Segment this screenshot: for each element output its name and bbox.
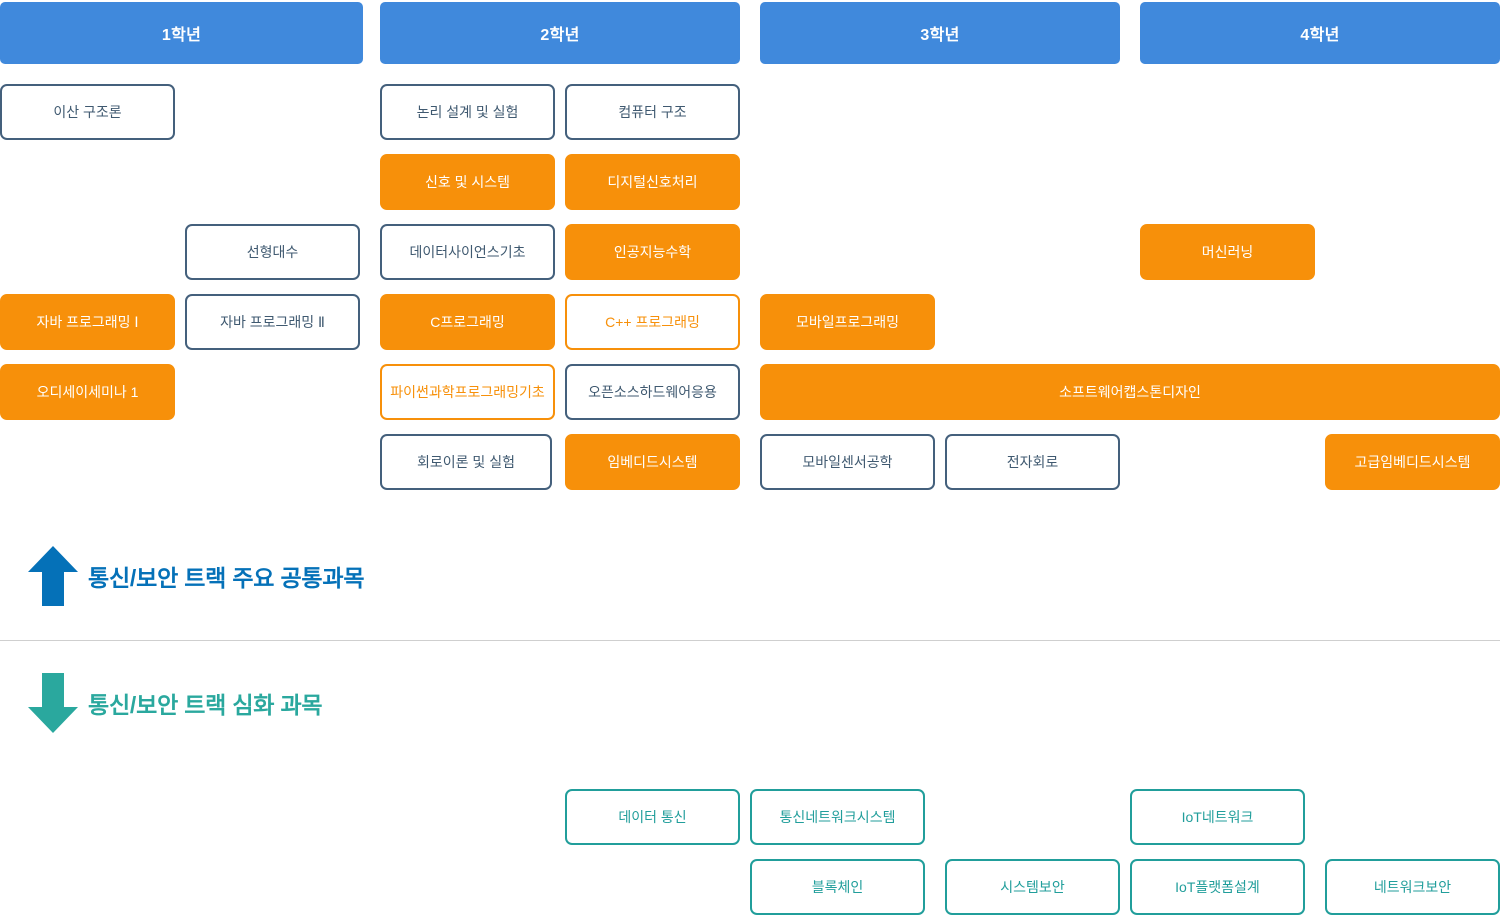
course-card[interactable]: 신호 및 시스템	[380, 154, 555, 210]
year-header-4: 4학년	[1140, 2, 1500, 64]
course-card[interactable]: 컴퓨터 구조	[565, 84, 740, 140]
year-header-1: 1학년	[0, 2, 363, 64]
course-card[interactable]: 소프트웨어캡스톤디자인	[760, 364, 1500, 420]
course-card[interactable]: 이산 구조론	[0, 84, 175, 140]
track-course-card[interactable]: 네트워크보안	[1325, 859, 1500, 915]
track-course-card[interactable]: 시스템보안	[945, 859, 1120, 915]
track-course-card[interactable]: 통신네트워크시스템	[750, 789, 925, 845]
course-card[interactable]: C프로그래밍	[380, 294, 555, 350]
course-card[interactable]: 선형대수	[185, 224, 360, 280]
track-legend-row: 통신/보안 트랙 주요 공통과목	[18, 545, 364, 607]
course-card[interactable]: 자바 프로그래밍 Ⅱ	[185, 294, 360, 350]
track-legend-row: 통신/보안 트랙 심화 과목	[18, 672, 323, 734]
course-card[interactable]: 모바일센서공학	[760, 434, 935, 490]
course-card[interactable]: 오디세이세미나 1	[0, 364, 175, 420]
arrow-up-icon	[18, 545, 88, 607]
track-course-card[interactable]: 데이터 통신	[565, 789, 740, 845]
course-card[interactable]: 임베디드시스템	[565, 434, 740, 490]
track-course-card[interactable]: 블록체인	[750, 859, 925, 915]
course-card[interactable]: C++ 프로그래밍	[565, 294, 740, 350]
course-card[interactable]: 파이썬과학프로그래밍기초	[380, 364, 555, 420]
section-divider	[0, 640, 1500, 641]
track-course-card[interactable]: IoT플랫폼설계	[1130, 859, 1305, 915]
year-header-2: 2학년	[380, 2, 740, 64]
track-legend-label: 통신/보안 트랙 심화 과목	[88, 692, 323, 718]
course-card[interactable]: 전자회로	[945, 434, 1120, 490]
course-card[interactable]: 인공지능수학	[565, 224, 740, 280]
course-card[interactable]: 데이터사이언스기초	[380, 224, 555, 280]
course-card[interactable]: 오픈소스하드웨어응용	[565, 364, 740, 420]
course-card[interactable]: 회로이론 및 실험	[380, 434, 552, 490]
track-course-card[interactable]: IoT네트워크	[1130, 789, 1305, 845]
course-card[interactable]: 모바일프로그래밍	[760, 294, 935, 350]
course-card[interactable]: 논리 설계 및 실험	[380, 84, 555, 140]
course-card[interactable]: 고급임베디드시스템	[1325, 434, 1500, 490]
course-card[interactable]: 디지털신호처리	[565, 154, 740, 210]
arrow-down-icon	[18, 672, 88, 734]
course-card[interactable]: 머신러닝	[1140, 224, 1315, 280]
year-header-3: 3학년	[760, 2, 1120, 64]
course-card[interactable]: 자바 프로그래밍 Ⅰ	[0, 294, 175, 350]
track-legend-label: 통신/보안 트랙 주요 공통과목	[88, 565, 365, 591]
